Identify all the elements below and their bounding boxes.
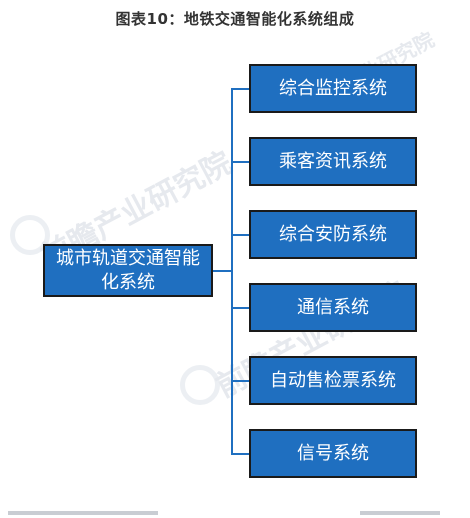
- watermark-logo-icon: [180, 365, 220, 405]
- footer-text-fragment: [8, 511, 158, 515]
- connector-root-trunk: [213, 270, 232, 272]
- figure-title: 图表10：地铁交通智能化系统组成: [115, 10, 355, 28]
- connector-branch: [231, 234, 249, 236]
- child-node-ticketing: 自动售检票系统: [249, 356, 417, 405]
- child-node-security: 综合安防系统: [249, 210, 417, 259]
- child-node-passenger-info: 乘客资讯系统: [249, 137, 417, 186]
- footer-text-fragment: [360, 511, 440, 515]
- child-node-integrated-monitoring: 综合监控系统: [249, 64, 417, 113]
- connector-branch: [231, 307, 249, 309]
- connector-branch: [231, 453, 249, 455]
- connector-branch: [231, 88, 249, 90]
- root-node: 城市轨道交通智能化系统: [43, 244, 213, 297]
- footer-cutoff: [0, 508, 470, 518]
- child-node-communication: 通信系统: [249, 283, 417, 332]
- connector-branch: [231, 380, 249, 382]
- connector-trunk-vertical: [231, 88, 233, 455]
- child-node-signal: 信号系统: [249, 429, 417, 478]
- connector-branch: [231, 161, 249, 163]
